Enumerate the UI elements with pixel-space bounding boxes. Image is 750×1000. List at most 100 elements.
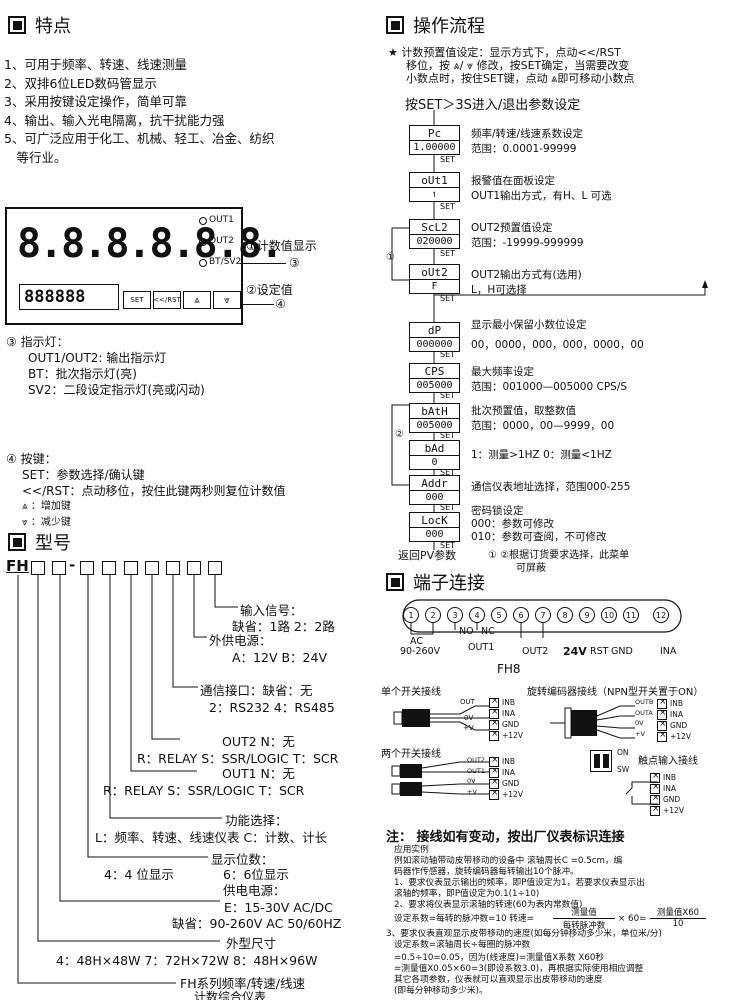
- flow-desc-line: 范围：0.0001-99999: [471, 143, 577, 155]
- wire-row-labels: INB INA GND +12V: [663, 772, 684, 816]
- formula-fraction-1: 测量值 每转脉冲数: [553, 906, 615, 931]
- flow-step-desc: 密码锁设定 000：参数可修改 010：参数可查阅，不可修改: [471, 505, 607, 544]
- model-series-name: FH系列频率/转速/线速: [180, 976, 306, 991]
- feature-item: 5、可广泛应用于化工、机械、轻工、冶金、纺织: [4, 131, 275, 146]
- decrease-button[interactable]: ⩔: [213, 291, 241, 309]
- wiring-encoder-title: 旋转编码器接线（NPN型开关置于ON）: [527, 687, 704, 698]
- shift-reset-button[interactable]: <</RST: [153, 291, 181, 309]
- wire-terminal-icon: [489, 729, 499, 741]
- model-digits-6: 6：6位显示: [223, 867, 289, 882]
- wiring-encoder-diagram: [550, 705, 635, 739]
- two-signal-labels: OUT2 OUT1 0V +V: [467, 755, 485, 797]
- model-input-signal-title: 输入信号：: [240, 603, 303, 618]
- model-out2-title: OUT2 N：无: [222, 734, 295, 749]
- model-input-signal-options: 缺省：1路 2：2路: [232, 619, 335, 634]
- flow-step-code: CPS: [410, 364, 459, 379]
- flow-desc-line: 频率/转速/线速系数设定: [471, 128, 584, 140]
- flow-step-value: 1.00000: [413, 142, 456, 153]
- led-out1-icon: [199, 217, 207, 225]
- wire-row: +12V: [663, 806, 684, 815]
- model-function-options: L：频率、转速、线速仪表 C：计数、计长: [95, 830, 328, 845]
- square-bullet-icon: [386, 16, 404, 34]
- feature-item: 等行业。: [4, 149, 67, 165]
- flow-desc-line: OUT2预置值设定: [471, 222, 553, 234]
- wire-row: +12V: [670, 732, 691, 741]
- flow-desc-line: OUT2输出方式有(选用): [471, 269, 582, 281]
- terminal-title: 端子连接: [413, 573, 485, 594]
- flow-step-bath: bAtH 005000: [409, 403, 460, 433]
- key-line: ⩔ ：减少键: [22, 517, 71, 528]
- feature-item: 3、采用按键设定操作，简单可靠: [4, 94, 187, 109]
- terminal-pin: 10: [601, 607, 617, 623]
- callout-3: ③: [289, 256, 300, 270]
- wire-row: INA: [663, 784, 676, 793]
- wire-row: +12V: [502, 731, 523, 740]
- wire-row: INB: [670, 699, 683, 708]
- square-bullet-icon: [8, 533, 26, 551]
- flow-note-line: ① ②根据订货要求选择，此菜单: [488, 550, 630, 561]
- flow-step-lock: LocK 000: [409, 512, 460, 542]
- note-line: 设定系数=滚轴周长÷每圈的脉冲数: [394, 940, 531, 950]
- model-out2-options: R：RELAY S：SSR/LOGIC T：SCR: [137, 751, 339, 766]
- indicator-legend: ③ 指示灯： OUT1/OUT2: 输出指示灯 BT：批次指示灯(亮) SV2：…: [6, 334, 205, 398]
- model-code-leader-lines: [17, 575, 238, 984]
- flow-step-pc: Pc 1.00000: [409, 125, 460, 155]
- feature-item: 1、可用于频率、转速、线速测量: [4, 57, 187, 72]
- flow-step-code: oUt1: [410, 173, 459, 188]
- model-code-box: [52, 561, 66, 575]
- flow-step-desc: OUT2输出方式有(选用) L，H可选择: [471, 268, 582, 298]
- terminal-pin: 3: [447, 607, 463, 623]
- flow-mark-1: ①: [386, 252, 395, 263]
- wire-row: GND: [663, 795, 681, 804]
- note-line: 码器作传感器，旋转编码器每转输出10个脉冲。: [394, 867, 579, 877]
- terminal-label-24v: 24V: [563, 645, 587, 658]
- model-size-title: 外型尺寸: [226, 936, 277, 951]
- flow-step-bad: bAd 0: [409, 440, 460, 470]
- wire-sig: OUTB: [635, 698, 654, 706]
- flow-set-label: SET: [440, 202, 456, 211]
- terminal-label-ac: AC: [410, 636, 423, 647]
- wire-row-labels: INB INA GND +12V: [670, 698, 691, 742]
- terminal-pin: 4: [469, 607, 485, 623]
- terminal-pin: 6: [513, 607, 529, 623]
- wire-sig: 0V: [467, 777, 476, 785]
- enc-signal-labels: OUTB OUTA 0V +V: [635, 697, 653, 739]
- terminal-pin: 8: [557, 607, 573, 623]
- wire-terminal-icon: [489, 788, 499, 800]
- wire-row: INB: [502, 757, 515, 766]
- model-size-options: 4：48H×48W 7：72H×72W 8：48H×96W: [56, 953, 318, 968]
- terminal-pin: 7: [535, 607, 551, 623]
- led-bt-sv2-icon: [199, 259, 207, 267]
- model-dash: -: [69, 556, 76, 574]
- callout-4: ④: [275, 297, 286, 311]
- increase-button[interactable]: ⩓: [183, 291, 211, 309]
- terminal-label-ac-range: 90-260V: [400, 646, 441, 657]
- flow-desc-line: OUT1输出方式，有H、L 可选: [471, 190, 612, 202]
- flow-step-value: 020000: [416, 236, 453, 247]
- wire-row: INA: [502, 709, 515, 718]
- flow-desc-line: 范围：0000，00—9999，00: [471, 420, 615, 432]
- callout-count-display: ①计数值显示: [246, 239, 317, 253]
- flow-step-value: 005000: [416, 380, 453, 391]
- wire-row: GND: [502, 720, 520, 729]
- note-line: 应用实例: [394, 845, 429, 855]
- flow-step-desc: 报警值在面板设定 OUT1输出方式，有H、L 可选: [471, 174, 612, 204]
- model-heading: 型号: [8, 529, 71, 555]
- set-button[interactable]: SET: [123, 291, 151, 309]
- terminal-model-label: FH8: [497, 662, 521, 676]
- flow-title: 操作流程: [413, 16, 485, 37]
- flow-step-out2: oUt2 F: [409, 264, 460, 294]
- terminal-label-out1: OUT1: [468, 642, 495, 653]
- wire-row: +12V: [502, 790, 523, 799]
- flow-desc-line: L，H可选择: [471, 284, 527, 296]
- flow-step-code: dP: [410, 323, 459, 338]
- model-function-title: 功能选择：: [225, 813, 288, 828]
- terminal-pin: 1: [403, 607, 419, 623]
- note-line: =0.5÷10=0.05，因为(线速度)=测量值X系数 X60秒: [394, 953, 605, 963]
- wiring-two-switch-diagram: [391, 761, 490, 796]
- note-line: =测量值X0.05×60=3(即设系数3.0)，再根据实际使用相应调整: [394, 964, 644, 974]
- flow-desc-line: 批次预置值，取整数值: [471, 405, 576, 417]
- terminal-pin: 2: [425, 607, 441, 623]
- flow-set-label: SET: [440, 249, 456, 258]
- feature-item: 4、输出、输入光电隔离，抗干扰能力强: [4, 112, 225, 128]
